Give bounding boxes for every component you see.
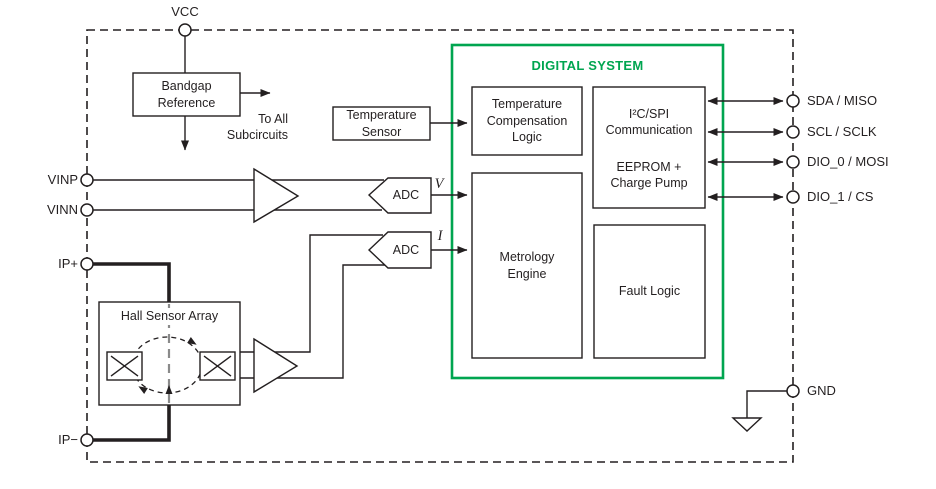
adc-current-box <box>367 231 432 269</box>
vinn-pin <box>80 203 94 217</box>
field-loop-arrow-ccw <box>138 386 148 394</box>
dio0-pin <box>786 155 800 169</box>
temp-compensation-box <box>471 86 583 156</box>
temperature-sensor-box <box>332 106 431 141</box>
adc-voltage-box <box>367 177 432 214</box>
ip-plus-path <box>93 262 171 302</box>
communication-eeprom-box <box>592 86 706 209</box>
sda-pin <box>786 94 800 108</box>
fault-logic-box <box>593 224 706 359</box>
ip-minus-pin <box>80 433 94 447</box>
hall-out-wire-1 <box>240 234 383 353</box>
vcc-pin <box>178 23 192 37</box>
scl-pin <box>786 125 800 139</box>
field-loop-arrow-cw <box>187 337 197 345</box>
ip-minus-path <box>93 405 171 442</box>
digital-system-box <box>450 43 725 380</box>
hall-plate-right-x-icon <box>203 355 232 377</box>
ground-symbol-icon <box>731 417 763 432</box>
metrology-engine-box <box>471 172 583 359</box>
ic-boundary <box>86 29 794 463</box>
bandgap-box <box>132 72 241 117</box>
dio1-pin <box>786 190 800 204</box>
current-up-arrow <box>165 385 173 394</box>
gnd-pin <box>786 384 800 398</box>
hall-out-wire-2 <box>240 264 385 379</box>
hall-amp-icon <box>253 337 299 394</box>
gnd-wire <box>746 390 787 418</box>
hall-plate-left-x-icon <box>110 355 139 377</box>
vinp-pin <box>80 173 94 187</box>
ip-plus-pin <box>80 257 94 271</box>
voltage-amp-icon <box>253 167 300 224</box>
